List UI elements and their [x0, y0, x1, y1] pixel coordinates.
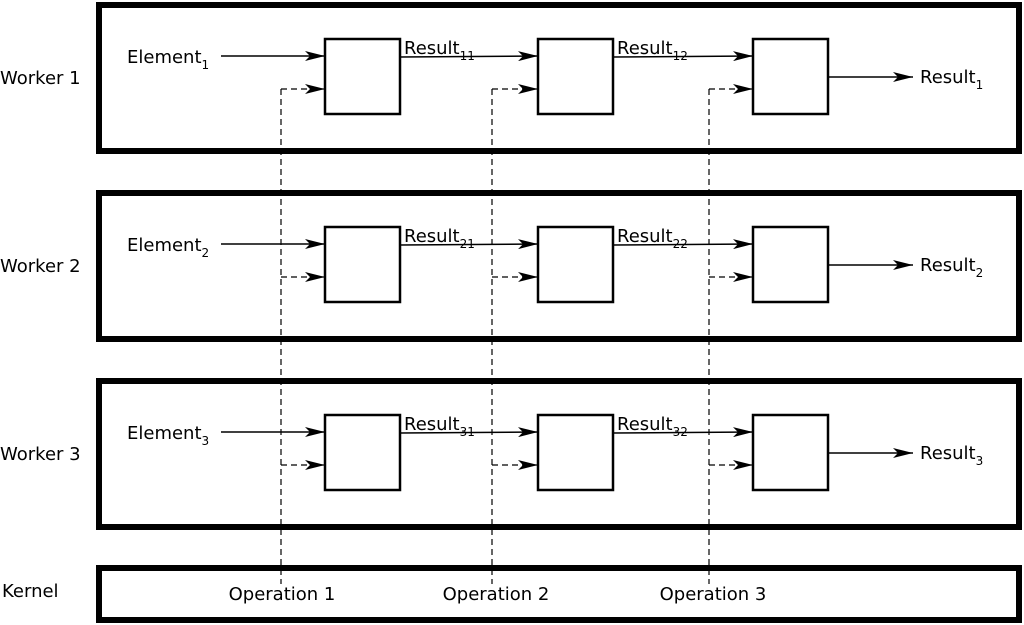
output-result-label-subscript: 1 — [976, 78, 984, 92]
output-result-label-base: Result — [920, 443, 976, 464]
input-element-label-base: Element — [127, 235, 202, 256]
intermediate-result-label-subscript: 21 — [460, 237, 475, 251]
output-result-label-base: Result — [920, 255, 976, 276]
intermediate-result-label-base: Result — [404, 226, 460, 247]
input-element-label-base: Element — [127, 47, 202, 68]
input-element-label-base: Element — [127, 423, 202, 444]
operation-box — [536, 413, 615, 492]
intermediate-result-label-subscript: 32 — [673, 425, 688, 439]
input-element-label-subscript: 1 — [202, 58, 210, 72]
operation-box — [323, 37, 402, 116]
output-result-label: Result2 — [920, 255, 983, 280]
operation-box — [323, 225, 402, 304]
kernel-operation-dash-lines — [280, 89, 710, 584]
intermediate-result-arrow — [399, 239, 539, 250]
kernel-label: Kernel — [2, 581, 59, 602]
operation-box — [751, 37, 830, 116]
output-result-label-subscript: 2 — [976, 266, 984, 280]
output-result-label-base: Result — [920, 67, 976, 88]
input-element-label: Element3 — [127, 423, 209, 448]
intermediate-result-label-base: Result — [404, 414, 460, 435]
intermediate-result-label-subscript: 31 — [460, 425, 475, 439]
intermediate-result-label: Result31 — [404, 414, 475, 439]
operation-box — [751, 413, 830, 492]
intermediate-result-label: Result11 — [404, 38, 475, 63]
intermediate-result-arrow — [399, 427, 539, 438]
operation-box — [323, 413, 402, 492]
input-element-label: Element1 — [127, 47, 209, 72]
intermediate-result-label-base: Result — [404, 38, 460, 59]
output-result-label: Result1 — [920, 67, 983, 92]
worker-label: Worker 3 — [0, 444, 81, 465]
intermediate-result-arrow — [612, 427, 754, 438]
input-element-label: Element2 — [127, 235, 209, 260]
worker-frame — [96, 378, 1022, 530]
intermediate-result-label-base: Result — [617, 226, 673, 247]
output-result-label: Result3 — [920, 443, 983, 468]
intermediate-result-arrow — [612, 239, 754, 250]
intermediate-result-label: Result22 — [617, 226, 688, 251]
operation-box — [751, 225, 830, 304]
intermediate-result-label: Result12 — [617, 38, 688, 63]
input-element-label-subscript: 3 — [202, 434, 210, 448]
operation-box — [536, 225, 615, 304]
intermediate-result-label: Result32 — [617, 414, 688, 439]
operation-label: Operation 3 — [660, 584, 767, 605]
worker-frame — [96, 190, 1022, 342]
operation-box — [536, 37, 615, 116]
intermediate-result-label: Result21 — [404, 226, 475, 251]
operation-label: Operation 1 — [229, 584, 336, 605]
intermediate-result-arrow — [612, 51, 754, 62]
intermediate-result-label-subscript: 22 — [673, 237, 688, 251]
output-result-label-subscript: 3 — [976, 454, 984, 468]
input-element-label-subscript: 2 — [202, 246, 210, 260]
kernel-frame — [96, 565, 1022, 623]
intermediate-result-label-base: Result — [617, 414, 673, 435]
worker-label: Worker 1 — [0, 68, 81, 89]
intermediate-result-label-base: Result — [617, 38, 673, 59]
worker-frame — [96, 2, 1022, 154]
intermediate-result-arrow — [399, 51, 539, 62]
worker-label: Worker 2 — [0, 256, 81, 277]
operation-label: Operation 2 — [443, 584, 550, 605]
intermediate-result-label-subscript: 12 — [673, 49, 688, 63]
intermediate-result-label-subscript: 11 — [460, 49, 475, 63]
